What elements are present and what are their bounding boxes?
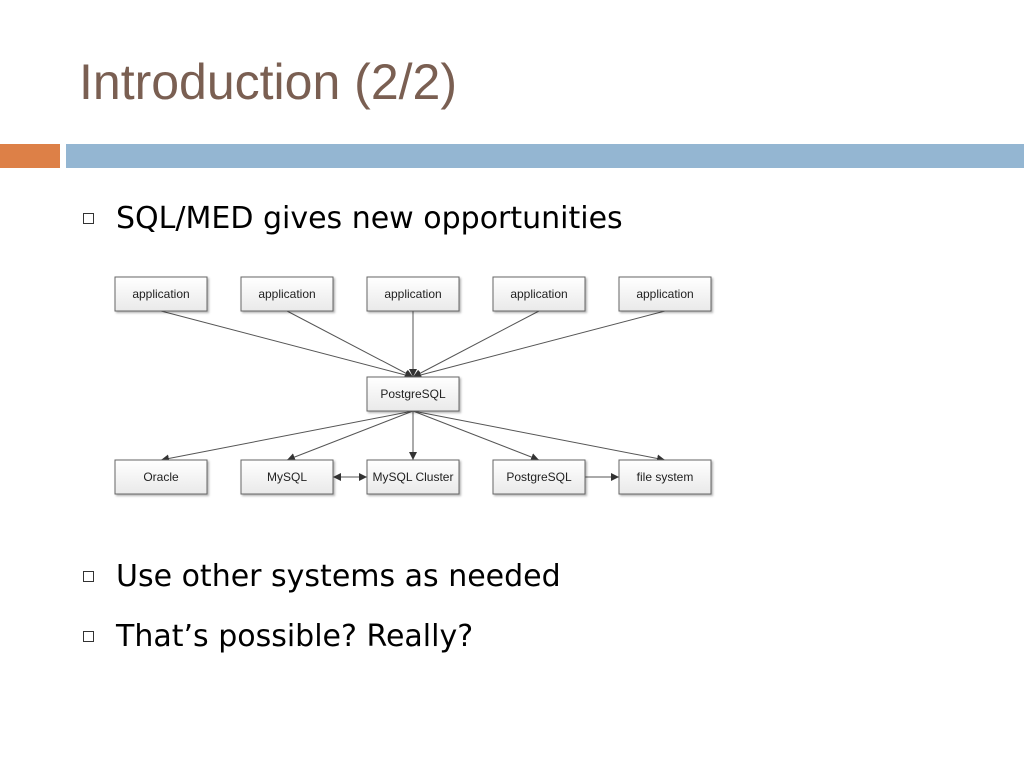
diagram-node-box: [366, 376, 460, 412]
bullet-text: Use other systems as needed: [116, 559, 561, 594]
slide-title: Introduction (2/2): [79, 54, 457, 110]
diagram-node-center: PostgreSQL: [366, 376, 460, 412]
diagram-edge-arrow: [412, 310, 666, 379]
title-accent-bar-blue: [66, 144, 1024, 168]
title-accent-bar-orange: [0, 144, 60, 168]
diagram-node-box: [618, 459, 712, 495]
diagram-edges: [160, 310, 666, 481]
diagram-node-box: [492, 276, 586, 312]
diagram-edge-arrow: [286, 410, 414, 461]
diagram-node-box: [366, 276, 460, 312]
bullet-text: SQL/MED gives new opportunities: [116, 201, 623, 236]
diagram-edge-arrow: [412, 410, 666, 463]
diagram-node-box: [240, 276, 334, 312]
diagram-node-box: [114, 276, 208, 312]
diagram-nodes: application application application applica…: [114, 276, 712, 495]
diagram-node-bottom: MySQL Cluster: [366, 459, 460, 495]
diagram-node-label: PostgreSQL: [380, 387, 446, 401]
diagram-edge-arrow: [412, 410, 540, 461]
diagram-node-label: application: [258, 287, 315, 301]
diagram-node-box: [240, 459, 334, 495]
diagram-node-bottom: file system: [618, 459, 712, 495]
diagram-edge-arrow: [160, 410, 414, 463]
diagram-node-box: [366, 459, 460, 495]
diagram-node-top: application: [618, 276, 712, 312]
diagram-node-label: application: [510, 287, 567, 301]
square-bullet-icon: [83, 213, 94, 224]
diagram-node-bottom: Oracle: [114, 459, 208, 495]
diagram-node-label: application: [636, 287, 693, 301]
diagram-node-label: application: [132, 287, 189, 301]
square-bullet-icon: [83, 631, 94, 642]
diagram-node-top: application: [114, 276, 208, 312]
diagram-node-box: [114, 459, 208, 495]
diagram-node-bottom: MySQL: [240, 459, 334, 495]
diagram-node-label: application: [384, 287, 441, 301]
diagram-edge-arrow: [160, 310, 414, 379]
diagram-node-label: MySQL Cluster: [373, 470, 454, 484]
diagram-node-box: [618, 276, 712, 312]
diagram-node-box: [492, 459, 586, 495]
diagram-node-top: application: [492, 276, 586, 312]
square-bullet-icon: [83, 571, 94, 582]
diagram-node-bottom: PostgreSQL: [492, 459, 586, 495]
bullet-text: That’s possible? Really?: [116, 619, 474, 654]
diagram-edge-arrow: [286, 310, 414, 378]
diagram-node-label: file system: [637, 470, 694, 484]
diagram-node-top: application: [366, 276, 460, 312]
diagram-node-label: Oracle: [143, 470, 179, 484]
diagram-node-top: application: [240, 276, 334, 312]
diagram-node-label: MySQL: [267, 470, 307, 484]
diagram-edge-arrow: [412, 310, 540, 378]
diagram-node-label: PostgreSQL: [506, 470, 572, 484]
